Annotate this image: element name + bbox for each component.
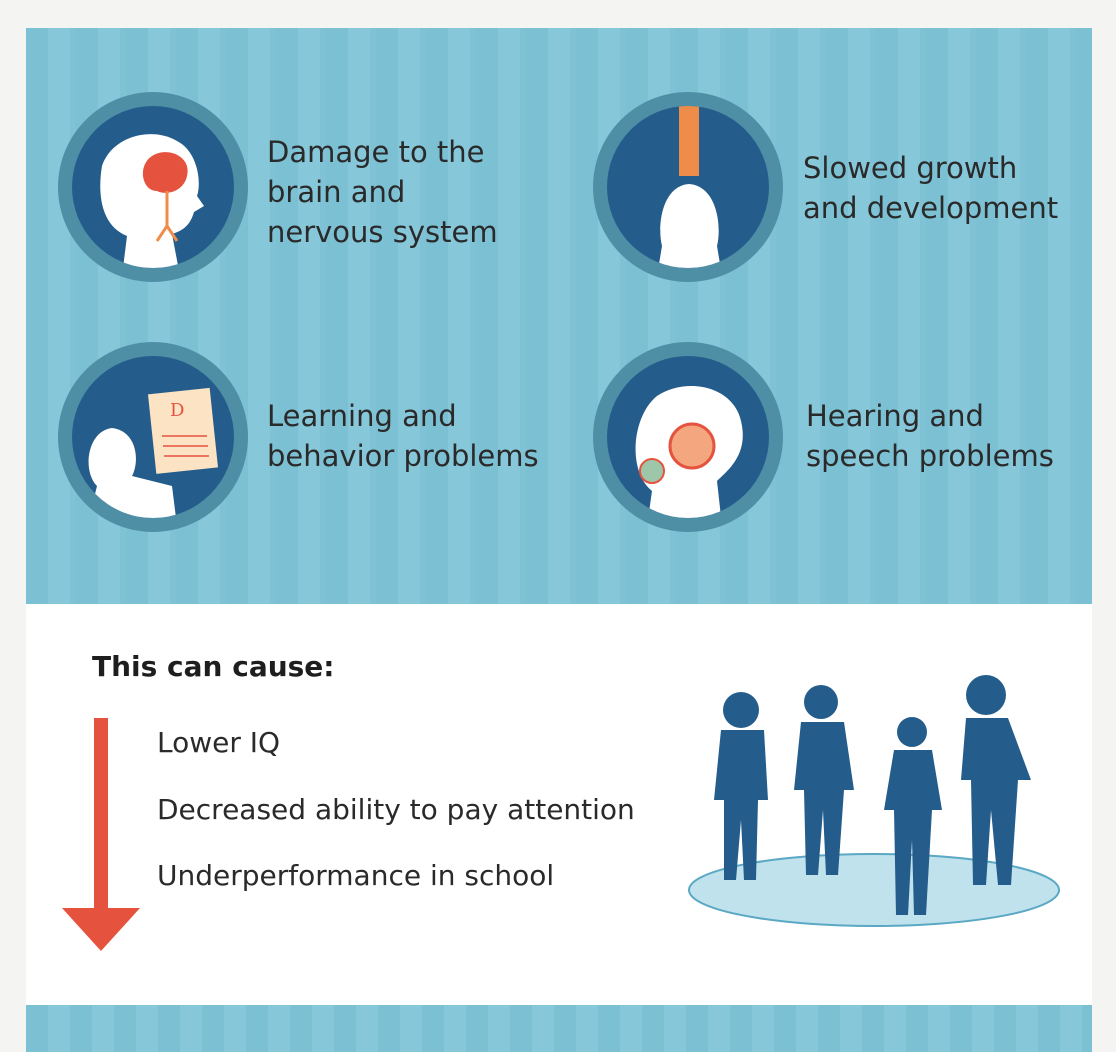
down-arrow-icon bbox=[62, 718, 140, 951]
brain-silhouette-icon bbox=[58, 92, 248, 282]
consequence-item: Underperformance in school bbox=[157, 859, 555, 892]
effect-label: Damage to the brain and nervous system bbox=[267, 135, 498, 249]
height-ruler-silhouette-icon bbox=[593, 92, 783, 282]
ear-silhouette-icon bbox=[593, 342, 783, 532]
children-group-illustration bbox=[688, 675, 1060, 927]
report-card-silhouette-icon: D bbox=[58, 342, 248, 532]
effect-label: Learning and behavior problems bbox=[267, 399, 539, 473]
effect-label: Hearing and speech problems bbox=[806, 399, 1054, 473]
consequence-item: Lower IQ bbox=[157, 726, 281, 759]
consequence-item: Decreased ability to pay attention bbox=[157, 793, 635, 826]
effect-label: Slowed growth and development bbox=[803, 151, 1059, 225]
svg-text:D: D bbox=[170, 400, 184, 421]
bottom-strip bbox=[26, 1005, 1092, 1052]
consequences-title: This can cause: bbox=[92, 650, 335, 683]
